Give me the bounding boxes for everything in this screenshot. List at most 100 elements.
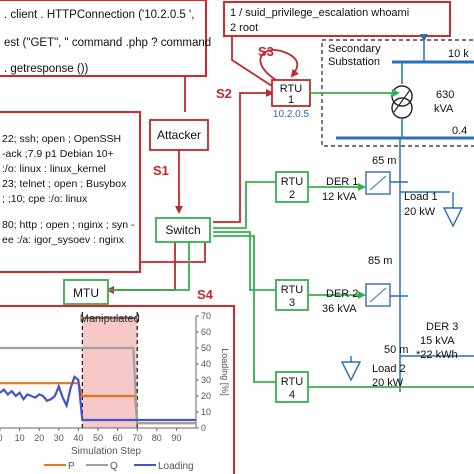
rtu4-label-1: RTU bbox=[281, 376, 303, 388]
loading-chart: Manipulated01020304050607080900102030405… bbox=[0, 305, 235, 474]
series-line-q bbox=[0, 346, 196, 425]
scan-line: 80; http ; open ; nginx ; syn - bbox=[2, 219, 135, 231]
scan-box: 22; ssh; open ; OpenSSH -ack ;7.9 p1 Deb… bbox=[0, 111, 141, 273]
link-switch-mtu bbox=[108, 240, 190, 291]
network-links bbox=[108, 181, 276, 383]
attack-link bbox=[231, 36, 273, 87]
rtu3-label-2: 3 bbox=[289, 297, 295, 309]
rtu1-node[interactable]: RTU 1 10.2.0.5 bbox=[271, 79, 311, 120]
der3-label-3: *22 kWh bbox=[416, 349, 458, 361]
transformer-icon bbox=[391, 85, 413, 119]
switch-box[interactable] bbox=[155, 217, 211, 243]
der1-label-1: DER 1 bbox=[326, 176, 358, 188]
x-tick-label: 10 bbox=[15, 433, 25, 443]
link-switch-rtu2 bbox=[213, 181, 276, 229]
rtu3-box[interactable] bbox=[275, 279, 309, 311]
transformer-rating-1: 630 bbox=[436, 89, 454, 101]
x-tick-label: 90 bbox=[171, 433, 181, 443]
series-line-loading bbox=[0, 374, 196, 422]
der1[interactable]: DER 1 12 kVA bbox=[322, 171, 391, 203]
load1-label-2: 20 kW bbox=[404, 206, 436, 218]
link-switch-rtu4 bbox=[213, 235, 276, 383]
exploit-box-frame bbox=[223, 1, 451, 37]
rtu1-box[interactable] bbox=[271, 79, 311, 107]
legend-label: Loading bbox=[158, 461, 194, 472]
cable-length-1: 65 m bbox=[372, 155, 396, 167]
load1-label-1: Load 1 bbox=[404, 191, 438, 203]
rtu3-node[interactable]: RTU 3 bbox=[275, 279, 309, 311]
x-tick-label: 70 bbox=[132, 433, 142, 443]
cable-length-3: 50 m bbox=[384, 344, 408, 356]
load1-icon[interactable] bbox=[442, 207, 464, 228]
y-tick-label: 70 bbox=[201, 311, 211, 321]
link-switch-rtu3 bbox=[213, 231, 276, 291]
rtu4-node[interactable]: RTU 4 bbox=[275, 371, 309, 403]
step-s2-label: S2 bbox=[216, 86, 232, 101]
code-line-3: . getresponse ()) bbox=[4, 63, 89, 75]
manipulated-region bbox=[82, 316, 138, 428]
chart-plot: Manipulated01020304050607080900102030405… bbox=[0, 311, 230, 472]
voltage-mv-label: 10 k bbox=[448, 48, 469, 60]
y-tick-label: 50 bbox=[201, 343, 211, 353]
der1-label-2: 12 kVA bbox=[322, 191, 357, 203]
rtu2-box[interactable] bbox=[275, 171, 309, 203]
rtu2-label-2: 2 bbox=[289, 189, 295, 201]
rtu4-label-2: 4 bbox=[289, 389, 295, 401]
der2-label-2: 36 kVA bbox=[322, 303, 357, 315]
switch-node[interactable]: Switch bbox=[155, 217, 211, 243]
voltage-lv-label: 0.4 bbox=[452, 125, 467, 137]
substation-title-2: Substation bbox=[328, 56, 380, 68]
code-box-frame bbox=[0, 0, 207, 77]
legend-label: Q bbox=[110, 461, 118, 472]
rtu2-node[interactable]: RTU 2 bbox=[275, 171, 309, 203]
load2[interactable]: Load 2 20 kW bbox=[340, 356, 406, 389]
y-tick-label: 40 bbox=[201, 359, 211, 369]
y-tick-label: 60 bbox=[201, 327, 211, 337]
attacker-box[interactable] bbox=[149, 119, 209, 151]
x-tick-label: 30 bbox=[54, 433, 64, 443]
scan-line: ee :/a: igor_sysoev : nginx bbox=[2, 234, 125, 246]
legend-label: P bbox=[68, 461, 75, 472]
scan-line: 23; telnet ; open ; Busybox bbox=[2, 178, 127, 190]
rtu2-label-1: RTU bbox=[281, 176, 303, 188]
attack-link-s3 bbox=[259, 49, 299, 81]
substation-title-1: Secondary bbox=[328, 43, 381, 55]
mtu-node[interactable]: MTU bbox=[63, 279, 109, 305]
der2-label-1: DER 2 bbox=[326, 288, 358, 300]
mtu-box[interactable] bbox=[63, 279, 109, 305]
load2-icon[interactable] bbox=[340, 361, 362, 382]
rtu1-label-2: 1 bbox=[288, 94, 294, 106]
attacker-node[interactable]: Attacker bbox=[149, 119, 209, 151]
step-s1-label: S1 bbox=[153, 163, 169, 178]
rtu4-box[interactable] bbox=[275, 371, 309, 403]
rtu3-label-1: RTU bbox=[281, 284, 303, 296]
switch-label: Switch bbox=[165, 223, 200, 237]
x-tick-label: 20 bbox=[34, 433, 44, 443]
x-tick-label: 50 bbox=[93, 433, 103, 443]
x-axis-label: Simulation Step bbox=[71, 446, 141, 457]
y-tick-label: 10 bbox=[201, 407, 211, 417]
der3[interactable]: DER 3 15 kVA *22 kWh bbox=[416, 321, 458, 361]
exploit-line-1: 1 / suid_privilege_escalation whoami bbox=[230, 7, 409, 19]
x-tick-label: 60 bbox=[113, 433, 123, 443]
load2-label-1: Load 2 bbox=[372, 363, 406, 375]
step-s3-label: S3 bbox=[258, 44, 274, 59]
y-tick-label: 0 bbox=[201, 423, 206, 433]
manipulated-annotation: Manipulated bbox=[80, 313, 140, 325]
der3-label-1: DER 3 bbox=[426, 321, 458, 333]
der2[interactable]: DER 2 36 kVA bbox=[322, 283, 391, 315]
code-line-1: . client . HTTPConnection ('10.2.0.5 ', bbox=[4, 9, 194, 21]
x-tick-label: 0 bbox=[0, 433, 3, 443]
load1[interactable]: Load 1 20 kW bbox=[404, 191, 464, 228]
y-tick-label: 20 bbox=[201, 391, 211, 401]
step-s4-label: S4 bbox=[197, 287, 214, 302]
exploit-line-2: 2 root bbox=[230, 22, 258, 34]
transformer-rating-2: kVA bbox=[434, 103, 454, 115]
rtu1-ip: 10.2.0.5 bbox=[273, 109, 310, 120]
mtu-label: MTU bbox=[73, 286, 99, 300]
scan-line: 22; ssh; open ; OpenSSH bbox=[2, 133, 121, 145]
attack-link bbox=[140, 240, 206, 263]
x-tick-label: 40 bbox=[73, 433, 83, 443]
cable-length-2: 85 m bbox=[368, 255, 392, 267]
